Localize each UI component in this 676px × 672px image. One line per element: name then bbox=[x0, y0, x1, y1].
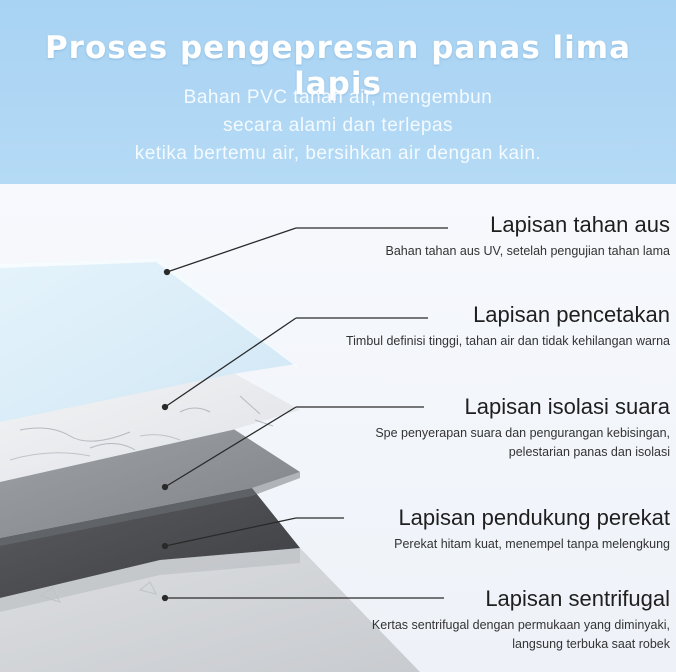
layer-desc: Kertas sentrifugal dengan permukaan yang… bbox=[372, 616, 670, 654]
layer-desc-line: Spe penyerapan suara dan pengurangan keb… bbox=[375, 426, 670, 440]
leader-line-print bbox=[164, 317, 297, 408]
layer-desc-line: Kertas sentrifugal dengan permukaan yang… bbox=[371, 618, 670, 632]
layer-name: Lapisan sentrifugal bbox=[485, 586, 670, 611]
adhesive-layer-sheet bbox=[0, 488, 300, 598]
subtitle-line: Bahan PVC tahan air, mengembun bbox=[183, 87, 493, 108]
leader-dot bbox=[161, 594, 169, 602]
layer-desc-line: Perekat hitam kuat, menempel tanpa melen… bbox=[394, 537, 670, 551]
leader-dot bbox=[161, 483, 169, 491]
layer-desc: Perekat hitam kuat, menempel tanpa melen… bbox=[394, 535, 670, 554]
layer-name: Lapisan pencetakan bbox=[473, 302, 670, 327]
print-layer-sheet bbox=[0, 372, 300, 482]
layer-label-adhesive: Lapisan pendukung perekat Perekat hitam … bbox=[394, 505, 670, 554]
layer-label-print: Lapisan pencetakan Timbul definisi tingg… bbox=[346, 302, 670, 351]
leader-dot bbox=[163, 268, 171, 276]
leader-lines bbox=[161, 227, 448, 602]
layer-desc-line: Timbul definisi tinggi, tahan air dan ti… bbox=[345, 334, 670, 348]
layer-desc: Timbul definisi tinggi, tahan air dan ti… bbox=[346, 332, 670, 351]
leader-line-adhesive bbox=[164, 517, 297, 547]
layer-desc: Spe penyerapan suara dan pengurangan keb… bbox=[375, 424, 670, 462]
subtitle-line: ketika bertemu air, bersihkan air dengan… bbox=[134, 143, 542, 164]
layer-label-wear: Lapisan tahan aus Bahan tahan aus UV, se… bbox=[386, 212, 670, 261]
layer-desc-line: pelestarian panas dan isolasi bbox=[508, 445, 670, 459]
layer-label-sound: Lapisan isolasi suara Spe penyerapan sua… bbox=[375, 394, 670, 462]
page-title: Proses pengepresan panas lima lapis bbox=[44, 30, 632, 102]
layer-name: Lapisan pendukung perekat bbox=[398, 505, 670, 530]
leader-line-sound bbox=[164, 406, 297, 488]
wear-layer-sheet bbox=[0, 258, 298, 422]
layer-desc-line: langsung terbuka saat robek bbox=[512, 637, 670, 651]
layer-desc-line: Bahan tahan aus UV, setelah pengujian ta… bbox=[385, 244, 670, 258]
leader-dot bbox=[161, 403, 169, 411]
release-layer-sheet bbox=[0, 548, 420, 672]
page-subtitle: Bahan PVC tahan air, mengembun secara al… bbox=[0, 84, 676, 168]
layer-desc: Bahan tahan aus UV, setelah pengujian ta… bbox=[386, 242, 670, 261]
layer-name: Lapisan isolasi suara bbox=[464, 394, 670, 419]
sound-layer-sheet bbox=[0, 428, 300, 546]
layer-name: Lapisan tahan aus bbox=[490, 212, 670, 237]
leader-line-wear bbox=[166, 227, 297, 273]
layer-label-release: Lapisan sentrifugal Kertas sentrifugal d… bbox=[372, 586, 670, 654]
subtitle-line: secara alami dan terlepas bbox=[222, 115, 454, 136]
leader-dot bbox=[161, 542, 169, 550]
header-banner: Proses pengepresan panas lima lapis Baha… bbox=[0, 0, 676, 184]
